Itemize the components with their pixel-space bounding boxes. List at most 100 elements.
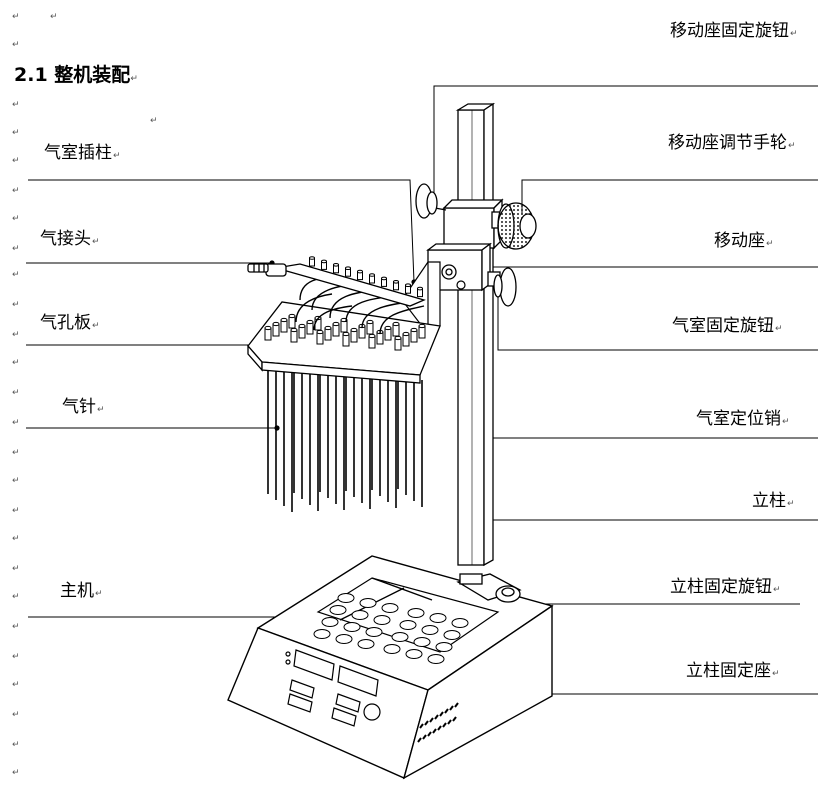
- air-fitting-top: [392, 321, 400, 327]
- air-fitting-top: [272, 321, 280, 327]
- vent-slot: [439, 711, 444, 717]
- air-fitting-top: [350, 327, 358, 333]
- paragraph-mark: ↵: [12, 652, 20, 662]
- air-fitting-top: [316, 329, 324, 335]
- sample-well: [429, 613, 447, 623]
- paragraph-mark: ↵: [12, 388, 20, 398]
- paragraph-mark: ↵: [12, 710, 20, 720]
- air-chamber-post-top: [357, 269, 363, 274]
- label-column-fix-knob: 立柱固定旋钮↵: [670, 577, 781, 597]
- leader-air-chamber-post: [28, 179, 415, 283]
- section-number: 2.1: [14, 64, 48, 86]
- sample-well: [321, 617, 339, 627]
- sample-well: [337, 593, 355, 603]
- paragraph-mark: ↵: [12, 592, 20, 602]
- vent-slot: [417, 737, 422, 743]
- carriage-fix-knob: [415, 183, 447, 219]
- air-chamber-post-top: [345, 266, 351, 271]
- paragraph-mark: ↵: [12, 534, 20, 544]
- air-fitting-top: [342, 331, 350, 337]
- vent-slot: [429, 717, 434, 723]
- sample-well: [329, 605, 347, 615]
- column-fix-knob: [495, 585, 521, 603]
- label-main-unit: 主机↵: [60, 581, 103, 601]
- column: [455, 102, 496, 567]
- sample-well: [373, 615, 391, 625]
- sample-well: [343, 622, 361, 632]
- paragraph-mark: ↵: [12, 476, 20, 486]
- air-fitting-top: [394, 335, 402, 341]
- label-column-fix-seat: 立柱固定座↵: [686, 661, 780, 681]
- paragraph-mark: ↵: [12, 100, 20, 110]
- air-chamber-post-top: [393, 280, 399, 284]
- paragraph-mark: ↵: [12, 40, 20, 50]
- paragraph-mark: ↵: [12, 300, 20, 310]
- sample-well: [421, 625, 439, 635]
- paragraph-mark: ↵: [12, 680, 20, 690]
- label-carriage-fix-knob: 移动座固定旋钮↵: [670, 21, 798, 41]
- sample-well: [427, 654, 445, 664]
- air-fitting-top: [418, 323, 426, 329]
- label-carriage: 移动座↵: [714, 231, 774, 251]
- paragraph-mark: ↵: [12, 358, 20, 368]
- vent-slot: [442, 722, 447, 728]
- sample-well: [391, 632, 409, 642]
- air-fitting-top: [298, 323, 306, 329]
- leader-carriage-adjust-handwheel: [521, 179, 818, 214]
- air-fitting-top: [368, 333, 376, 339]
- leader-carriage-fix-knob: [433, 85, 818, 200]
- label-air-hole-plate: 气孔板↵: [40, 313, 100, 333]
- vent-slot: [452, 716, 457, 722]
- paragraph-mark: ↵: [150, 116, 158, 126]
- vent-slot: [447, 719, 452, 725]
- paragraph-mark: ↵: [12, 244, 20, 254]
- air-chamber-locating-pin: [456, 280, 466, 290]
- sample-well: [351, 610, 369, 620]
- paragraph-mark: ↵: [12, 506, 20, 516]
- sample-well: [451, 618, 469, 628]
- air-fitting-top: [290, 327, 298, 333]
- air-fitting-top: [288, 313, 296, 319]
- vent-slot: [434, 714, 439, 720]
- paragraph-mark: ↵: [12, 740, 20, 750]
- vent-slot: [432, 728, 437, 734]
- label-air-chamber-fix-knob: 气室固定旋钮↵: [672, 316, 783, 336]
- paragraph-mark: ↵: [12, 12, 20, 22]
- air-fitting-top: [280, 317, 288, 323]
- paragraph-mark: ↵: [12, 564, 20, 574]
- air-chamber-fix-knob: [487, 267, 517, 307]
- paragraph-mark: ↵: [12, 448, 20, 458]
- paragraph-mark: ↵: [12, 156, 20, 166]
- paragraph-mark: ↵: [12, 330, 20, 340]
- paragraph-mark: ↵: [12, 186, 20, 196]
- leader-air-chamber-fix-knob: [497, 290, 818, 351]
- carriage-adjust-handwheel: [491, 202, 537, 250]
- air-needles: [267, 352, 423, 512]
- paragraph-mark: ↵: [12, 270, 20, 280]
- vent-slot: [437, 725, 442, 731]
- paragraph-mark: ↵: [12, 418, 20, 428]
- sample-well: [357, 639, 375, 649]
- vent-slot: [419, 723, 424, 729]
- label-carriage-adjust-handwheel: 移动座调节手轮↵: [668, 133, 796, 153]
- vent-slots: [417, 702, 459, 743]
- sample-well: [399, 620, 417, 630]
- sample-well: [313, 629, 331, 639]
- leader-air-chamber-locating-pin: [463, 287, 818, 439]
- sample-wells: [313, 593, 469, 664]
- vent-slot: [424, 720, 429, 726]
- air-fitting-top: [402, 331, 410, 337]
- paragraph-mark: ↵: [12, 214, 20, 224]
- air-fitting-top: [306, 319, 314, 325]
- label-air-chamber-locating-pin: 气室定位销↵: [696, 409, 790, 429]
- paragraph-mark: ↵: [50, 12, 58, 22]
- sample-well: [405, 649, 423, 659]
- vent-slot: [422, 734, 427, 740]
- section-heading: 2.1 整机装配↵: [14, 60, 138, 87]
- air-fitting-top: [410, 327, 418, 333]
- sample-well: [365, 627, 383, 637]
- air-fitting-top: [384, 325, 392, 331]
- vent-slot: [427, 731, 432, 737]
- vent-slot: [454, 702, 459, 708]
